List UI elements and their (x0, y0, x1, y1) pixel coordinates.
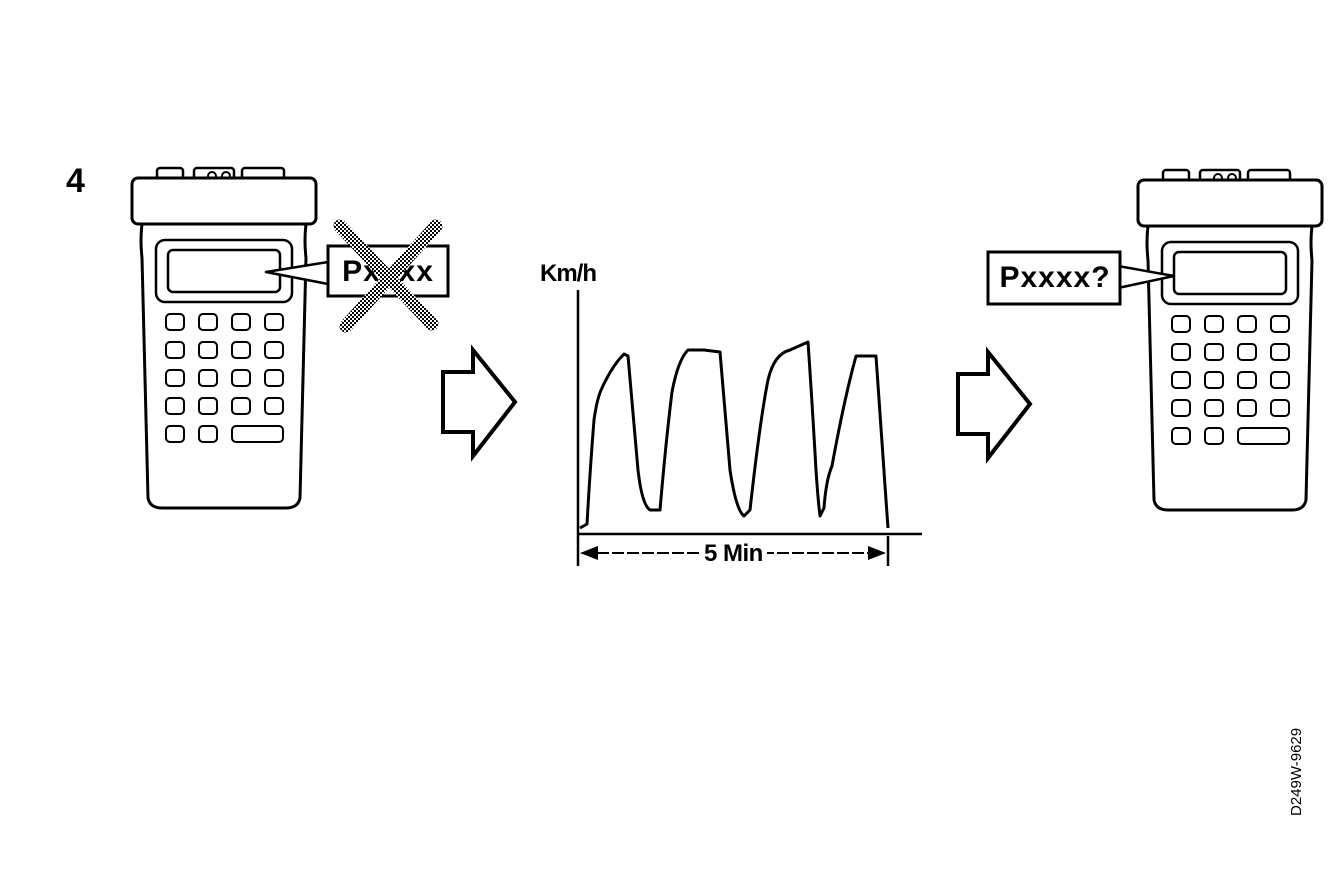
duration-arrow-right (868, 546, 886, 560)
right-tester-icon (1136, 168, 1324, 512)
right-arrow-icon (956, 350, 1032, 460)
y-axis-label: Km/h (540, 260, 597, 287)
right-display-code: Pxxxx? (999, 261, 1111, 294)
step-number: 4 (66, 162, 85, 200)
right-arrow-icon (441, 348, 517, 458)
duration-label: 5 Min (700, 540, 767, 568)
right-code-callout (986, 250, 1176, 306)
duration-arrow-left (580, 546, 598, 560)
left-display-code: Pxxxx (342, 255, 434, 288)
speed-curve (579, 340, 890, 530)
speed-chart (576, 290, 922, 566)
left-tester-icon (130, 166, 318, 510)
drawing-reference: D249W-9629 (1288, 727, 1305, 816)
